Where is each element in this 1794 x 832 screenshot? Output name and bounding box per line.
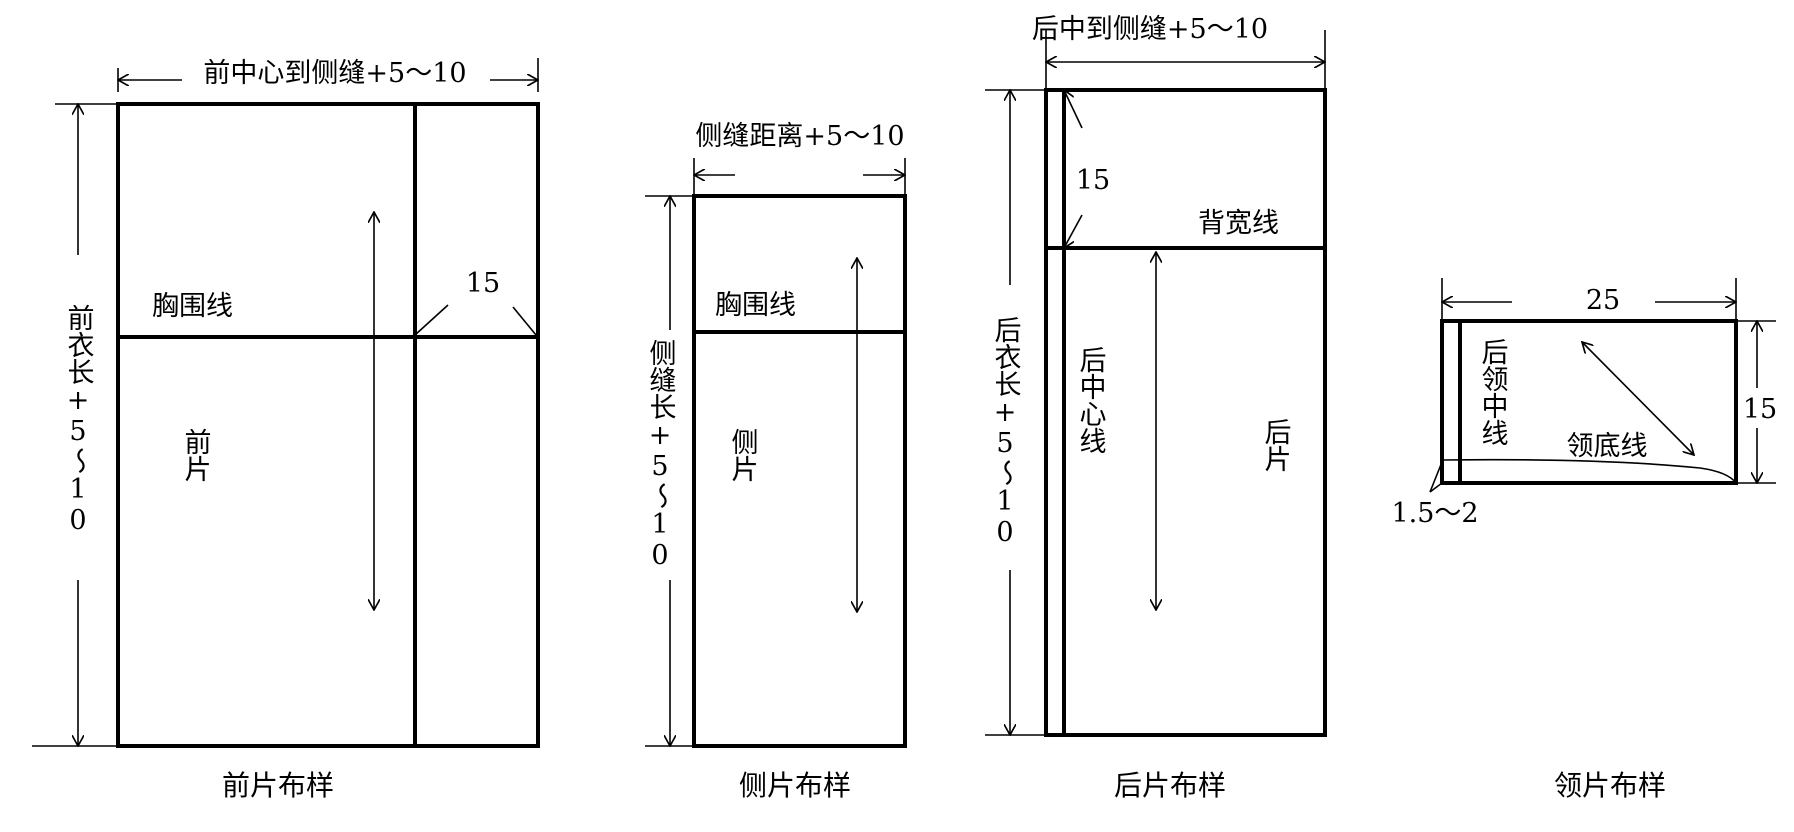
collar-offset-mark-left [1429, 461, 1443, 493]
back-width-label: 后中到侧缝+5～10 [1032, 14, 1268, 45]
side-bust-line-label: 胸围线 [715, 290, 796, 321]
front-piece-layout: 前中心到侧缝+5～10 前衣长+5～10 胸围线 前片 15 前片布样 [32, 58, 540, 802]
back-piece-label: 后片 [1260, 418, 1292, 472]
front-fold-value: 15 [466, 268, 500, 299]
side-piece-label: 侧片 [727, 428, 759, 482]
collar-neck-line-label: 领底线 [1567, 431, 1648, 462]
side-width-label: 侧缝距离+5～10 [695, 121, 904, 152]
back-width-line-label: 背宽线 [1198, 208, 1279, 239]
back-fabric-rect [1044, 88, 1327, 737]
front-piece-label: 前片 [180, 428, 211, 482]
collar-neck-curve [1441, 458, 1737, 484]
collar-height-value: 15 [1743, 394, 1777, 425]
front-length-label: 前衣长+5～10 [63, 304, 95, 536]
back-offset-mark-bottom [1064, 214, 1083, 248]
collar-center-line-label: 后领中线 [1477, 338, 1509, 446]
collar-offset-mark-right [1429, 482, 1443, 493]
collar-width-value: 25 [1586, 285, 1620, 316]
front-fold-mark-left [414, 304, 449, 336]
back-piece-layout: 后中到侧缝+5～10 后衣长+5～10 背宽线 15 后中心线 后片 后片布样 [985, 14, 1327, 802]
collar-caption: 领片布样 [1554, 769, 1666, 802]
back-caption: 后片布样 [1114, 769, 1226, 802]
back-length-label: 后衣长+5～10 [990, 316, 1022, 548]
front-caption: 前片布样 [222, 769, 334, 802]
side-piece-layout: 侧缝距离+5～10 侧缝长+5～10 胸围线 侧片 侧片布样 [645, 121, 907, 802]
collar-offset-value: 1.5～2 [1391, 498, 1478, 529]
front-bust-line-label: 胸围线 [152, 291, 233, 322]
back-offset-mark-top [1064, 90, 1083, 129]
front-width-label: 前中心到侧缝+5～10 [203, 58, 466, 89]
collar-fabric-rect [1440, 319, 1738, 485]
front-fold-mark-right [512, 306, 537, 336]
front-fabric-rect [116, 102, 540, 748]
collar-grain-line-arrow [1582, 342, 1694, 455]
side-caption: 侧片布样 [739, 769, 851, 802]
collar-piece-layout: 25 15 后领中线 领底线 1.5～2 领片布样 [1391, 278, 1777, 802]
side-length-label: 侧缝长+5～10 [645, 339, 677, 571]
side-fabric-rect [692, 194, 907, 748]
back-center-line-label: 后中心线 [1075, 346, 1107, 454]
back-offset-value: 15 [1076, 165, 1110, 196]
